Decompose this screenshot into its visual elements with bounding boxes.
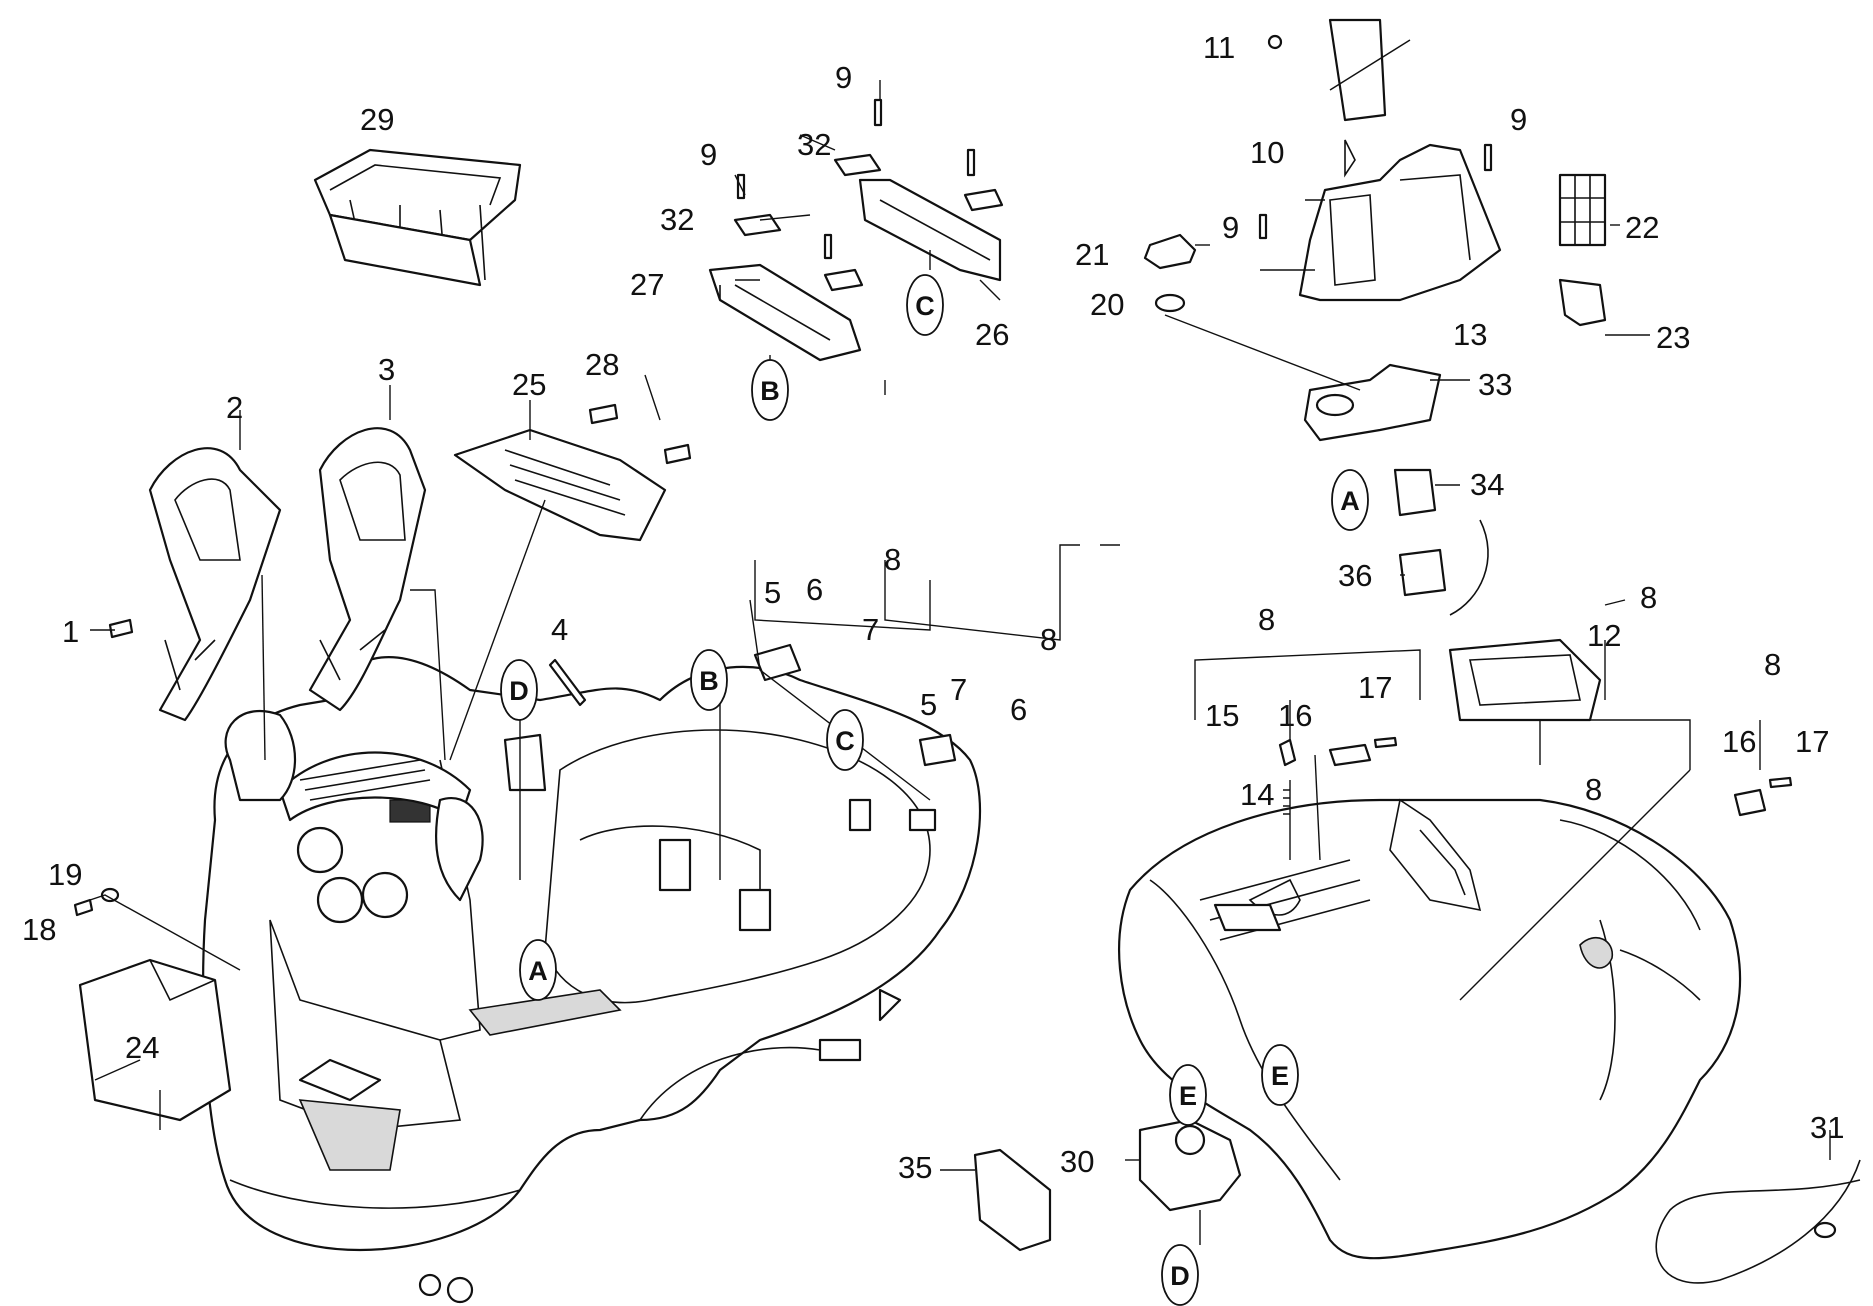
- svg-text:B: B: [760, 376, 780, 406]
- callout-9: 9: [835, 60, 852, 95]
- part-35-plate: [973, 1148, 1052, 1252]
- callout-4: 4: [551, 612, 568, 647]
- marker-D: D: [1161, 1244, 1199, 1306]
- callout-26: 26: [975, 317, 1009, 352]
- part-22-grid: [1558, 173, 1607, 247]
- marker-E: E: [1261, 1044, 1299, 1106]
- callout-8: 8: [1258, 602, 1275, 637]
- part-23-bracket: [1558, 278, 1607, 327]
- callout-17: 17: [1358, 670, 1392, 705]
- marker-A: A: [1331, 469, 1369, 531]
- callout-32: 32: [797, 127, 831, 162]
- reference-markers: A A B B C C D D: [500, 274, 1369, 1306]
- callout-8: 8: [884, 542, 901, 577]
- callout-27: 27: [630, 267, 664, 302]
- part-26-bracket: [858, 178, 1002, 282]
- callout-19: 19: [48, 857, 82, 892]
- callout-33: 33: [1478, 367, 1512, 402]
- callout-8: 8: [1764, 647, 1781, 682]
- part-12-panel: [1448, 638, 1602, 722]
- marker-C: C: [826, 709, 864, 771]
- part-small-fasteners: [73, 618, 957, 917]
- part-28-pins: [588, 403, 692, 465]
- callout-7: 7: [862, 612, 879, 647]
- callout-9: 9: [1510, 102, 1527, 137]
- part-27-bracket: [708, 263, 862, 362]
- callout-20: 20: [1090, 287, 1124, 322]
- callout-12: 12: [1587, 618, 1621, 653]
- part-15-14-16-17: [1278, 736, 1793, 817]
- part-32-clips: [733, 153, 1004, 292]
- part-3-handle: [308, 427, 427, 712]
- part-9-screws: [736, 98, 1493, 260]
- callout-labels: 1 2 3 4 5 5 6 6 7 7 8 8 8 8 8 8 9 9 9 9 …: [22, 30, 1844, 1185]
- callout-22: 22: [1625, 210, 1659, 245]
- svg-text:D: D: [509, 676, 529, 706]
- svg-text:E: E: [1179, 1081, 1197, 1111]
- callout-24: 24: [125, 1030, 159, 1065]
- svg-text:C: C: [835, 726, 855, 756]
- part-31-cable: [1655, 1159, 1861, 1284]
- callout-8: 8: [1585, 772, 1602, 807]
- callout-17: 17: [1795, 724, 1829, 759]
- callout-9: 9: [700, 137, 717, 172]
- callout-16: 16: [1278, 698, 1312, 733]
- part-36-switch: [1398, 519, 1489, 616]
- callout-8: 8: [1640, 580, 1657, 615]
- callout-25: 25: [512, 367, 546, 402]
- callout-21: 21: [1075, 237, 1109, 272]
- callout-6: 6: [1010, 692, 1027, 727]
- marker-C: C: [906, 274, 944, 336]
- callout-16: 16: [1722, 724, 1756, 759]
- part-13-housing: [1267, 18, 1502, 302]
- marker-B: B: [751, 359, 789, 421]
- part-21-gear: [1143, 233, 1197, 313]
- part-34-solenoid: [1393, 468, 1437, 517]
- callout-2: 2: [226, 390, 243, 425]
- svg-text:D: D: [1170, 1261, 1190, 1291]
- callout-13: 13: [1453, 317, 1487, 352]
- callout-7: 7: [950, 672, 967, 707]
- callout-1: 1: [62, 614, 79, 649]
- callout-11: 11: [1203, 30, 1235, 65]
- chassis-body: [202, 656, 982, 1304]
- callout-5: 5: [764, 575, 781, 610]
- marker-D: D: [500, 659, 538, 721]
- svg-text:E: E: [1271, 1061, 1289, 1091]
- svg-text:C: C: [915, 291, 935, 321]
- part-33-valve-block: [1303, 363, 1442, 442]
- callout-35: 35: [898, 1150, 932, 1185]
- part-2-handle: [148, 447, 282, 722]
- callout-15: 15: [1205, 698, 1239, 733]
- svg-text:A: A: [528, 956, 548, 986]
- callout-36: 36: [1338, 558, 1372, 593]
- part-25-lid: [453, 428, 667, 542]
- callout-5: 5: [920, 687, 937, 722]
- callout-10: 10: [1250, 135, 1284, 170]
- part-29-tray: [313, 148, 522, 287]
- callout-28: 28: [585, 347, 619, 382]
- part-24-bin: [78, 958, 232, 1122]
- callout-32: 32: [660, 202, 694, 237]
- part-30-mechanism: [1138, 1118, 1242, 1212]
- marker-E: E: [1169, 1064, 1207, 1126]
- callout-9: 9: [1222, 210, 1239, 245]
- marker-A: A: [519, 939, 557, 1001]
- callout-30: 30: [1060, 1144, 1094, 1179]
- callout-18: 18: [22, 912, 56, 947]
- callout-14: 14: [1240, 777, 1274, 812]
- svg-text:A: A: [1340, 486, 1360, 516]
- callout-29: 29: [360, 102, 394, 137]
- callout-23: 23: [1656, 320, 1690, 355]
- callout-31: 31: [1810, 1110, 1844, 1145]
- callout-34: 34: [1470, 467, 1504, 502]
- callout-6: 6: [806, 572, 823, 607]
- callout-3: 3: [378, 352, 395, 387]
- svg-text:B: B: [699, 666, 719, 696]
- marker-B: B: [690, 649, 728, 711]
- leader-lines: [89, 39, 1831, 1245]
- callout-8: 8: [1040, 622, 1057, 657]
